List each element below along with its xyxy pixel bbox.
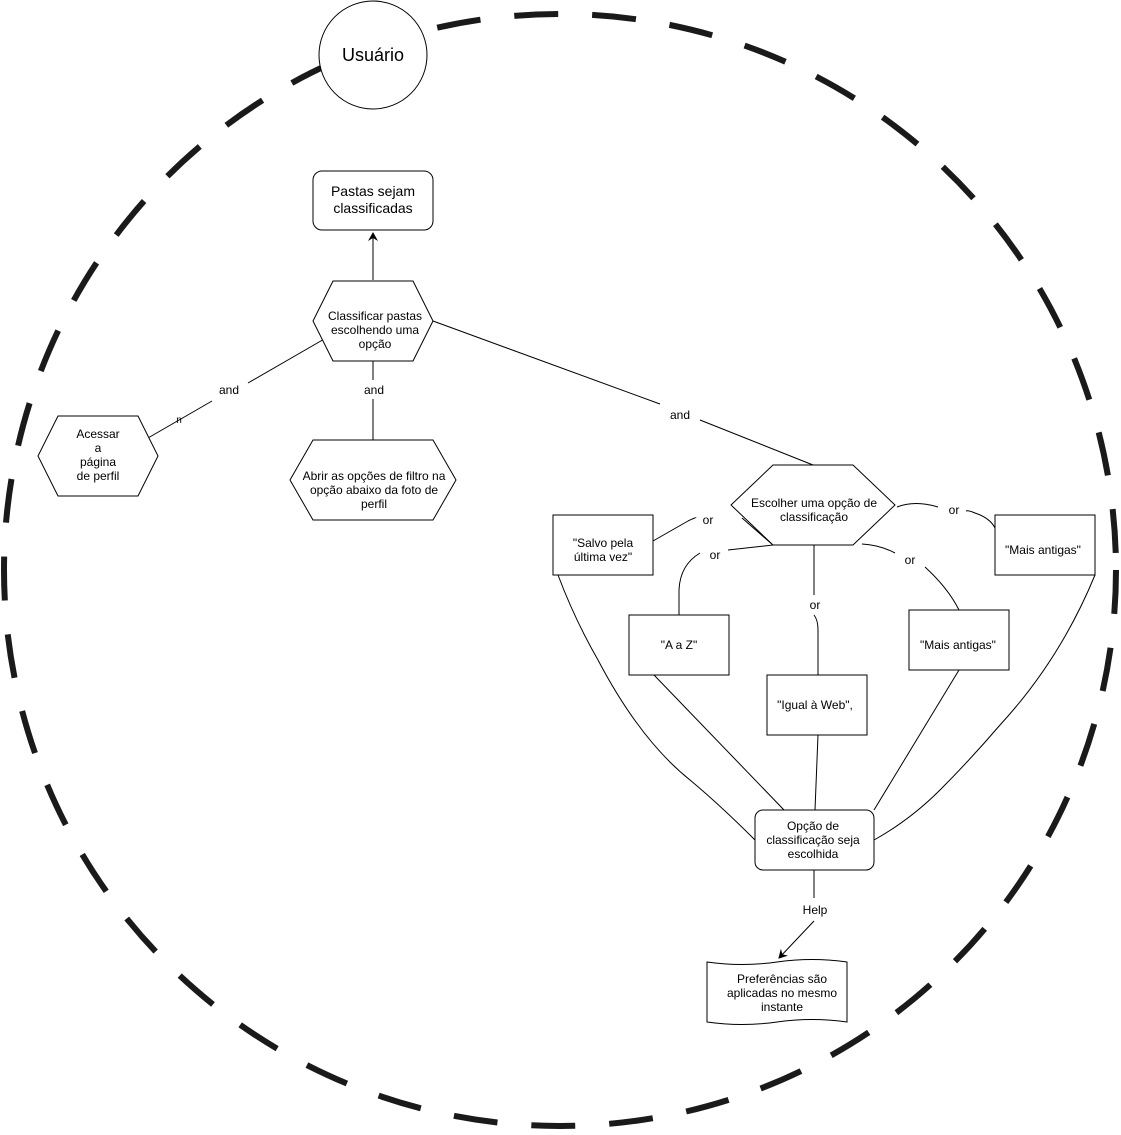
- belief-preferencias-aplicadas[interactable]: Preferências são aplicadas no mesmo inst…: [706, 959, 848, 1025]
- actor-usuario[interactable]: Usuário: [318, 0, 428, 110]
- task-acessar-perfil[interactable]: Acessar a página de perfil: [37, 415, 159, 497]
- softgoal-line1: Opção de: [787, 819, 839, 833]
- task-access-line1: Acessar: [76, 427, 119, 441]
- resource-mais-antigas-2[interactable]: "Mais antigas": [994, 514, 1096, 576]
- task-access-line2: a: [95, 441, 102, 455]
- or-label-az: or: [710, 548, 721, 562]
- task-classificar-pastas[interactable]: Classificar pastas escolhendo uma opção: [312, 280, 434, 362]
- resource-mais-antigas-1[interactable]: "Mais antigas": [908, 609, 1010, 671]
- belief-line2: aplicadas no mesmo: [727, 986, 837, 1000]
- softgoal-line2: classificação seja: [766, 833, 860, 847]
- softgoal-opcao-escolhida[interactable]: Opção de classificação seja escolhida: [754, 809, 875, 871]
- task-access-line3: página: [80, 455, 116, 469]
- and-label-open-filter: and: [364, 383, 384, 397]
- or-label-web: or: [810, 598, 821, 612]
- task-choose-line1: Escolher uma opção de: [751, 496, 877, 510]
- resource-antigas-1-label: "Mais antigas": [920, 638, 996, 652]
- softgoal-line3: escolhida: [788, 847, 839, 861]
- task-escolher-opcao[interactable]: Escolher uma opção de classificação: [730, 464, 896, 546]
- or-link-web: [813, 545, 819, 675]
- task-classify-line3: opção: [359, 337, 392, 351]
- contribution-links: [557, 574, 1096, 841]
- task-classify-line2: escolhendo uma: [331, 323, 419, 337]
- task-open-filter-line3: perfil: [361, 497, 387, 511]
- or-label-antigas-2: or: [949, 503, 960, 517]
- or-label-antigas-1: or: [905, 553, 916, 567]
- task-open-filter-line1: Abrir as opções de filtro na: [303, 469, 446, 483]
- belief-line3: instante: [761, 1000, 803, 1014]
- or-link-antigas-2: [896, 503, 996, 529]
- or-link-antigas-1: [861, 543, 960, 611]
- resource-a-a-z[interactable]: "A a Z": [628, 614, 730, 676]
- goal-pastas-classificadas[interactable]: Pastas sejam classificadas: [312, 170, 434, 231]
- belief-line1: Preferências são: [737, 972, 827, 986]
- resource-igual-web[interactable]: "Igual à Web",: [766, 674, 868, 736]
- and-link-choose: [432, 320, 814, 466]
- help-link: [778, 870, 815, 959]
- actor-boundary: [1, 11, 1119, 1129]
- goal-label-line1: Pastas sejam: [331, 183, 415, 199]
- task-choose-line2: classificação: [780, 510, 848, 524]
- task-open-filter-line2: opção abaixo da foto de: [310, 483, 438, 497]
- or-link-az: [678, 544, 774, 615]
- and-link-access: [147, 337, 327, 439]
- task-abrir-opcoes-filtro[interactable]: Abrir as opções de filtro na opção abaix…: [289, 439, 457, 521]
- task-access-line4: de perfil: [77, 469, 120, 483]
- help-label: Help: [803, 903, 828, 917]
- resource-salvo-line2: última vez": [574, 550, 632, 564]
- and-label-access: and: [219, 383, 239, 397]
- resource-antigas-2-label: "Mais antigas": [1005, 543, 1081, 557]
- resource-salvo-line1: "Salvo pela: [573, 536, 634, 550]
- and-mark-access: n: [176, 415, 182, 426]
- actor-label: Usuário: [342, 45, 404, 65]
- and-label-choose: and: [670, 408, 690, 422]
- resource-web-label: "Igual à Web",: [777, 698, 853, 712]
- resource-az-label: "A a Z": [661, 638, 698, 652]
- goal-label-line2: classificadas: [333, 200, 412, 216]
- task-classify-line1: Classificar pastas: [328, 309, 422, 323]
- or-label-salvo: or: [703, 513, 714, 527]
- resource-salvo-ultima-vez[interactable]: "Salvo pela última vez": [552, 514, 654, 576]
